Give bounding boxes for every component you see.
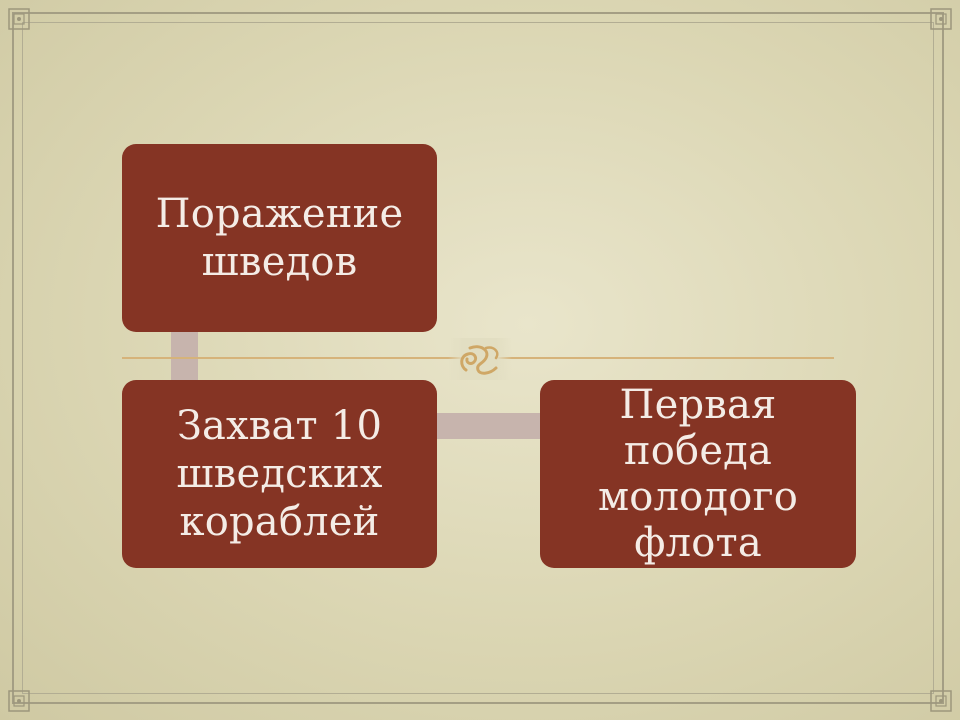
slide-frame-inner: [22, 22, 934, 694]
connector-top-to-left: [171, 330, 198, 382]
node-label: Захват 10 шведских кораблей: [176, 403, 383, 545]
node-label: Поражение шведов: [155, 191, 404, 285]
corner-ornament-icon: [6, 688, 32, 714]
corner-ornament-icon: [6, 6, 32, 32]
diagram-node-defeat: Поражение шведов: [122, 144, 437, 332]
slide-frame-outer: [12, 12, 944, 704]
corner-ornament-icon: [928, 6, 954, 32]
node-label: Первая победа молодого флота: [597, 382, 799, 566]
corner-ornament-icon: [928, 688, 954, 714]
connector-left-to-right: [436, 413, 542, 439]
diagram-node-capture: Захват 10 шведских кораблей: [122, 380, 437, 568]
diagram-node-first-victory: Первая победа молодого флота: [540, 380, 856, 568]
scroll-ornament-icon: [448, 338, 512, 380]
